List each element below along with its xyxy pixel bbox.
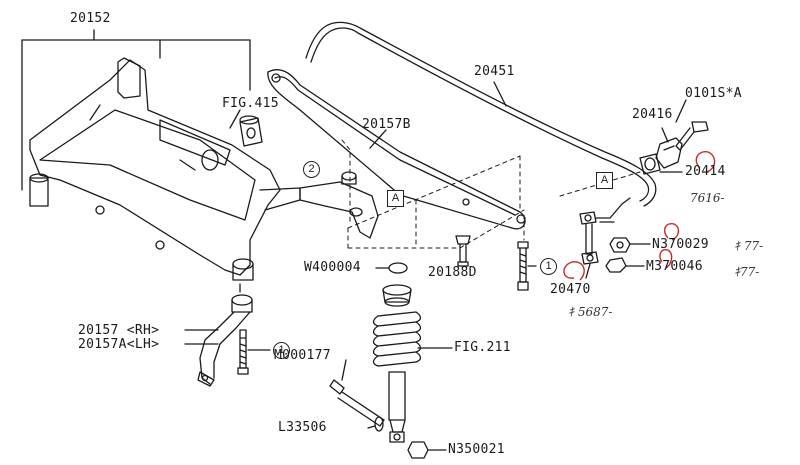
- bolt-circle-1-center: [517, 241, 529, 291]
- callout-box-a-center: A: [387, 190, 404, 207]
- note-price-n370029: ｷ 77-: [734, 239, 764, 253]
- red-mark-20470: [563, 261, 585, 281]
- callout-circle-2: 2: [303, 161, 320, 178]
- note-price-20470: ｷ 5687-: [568, 305, 613, 319]
- label-fig415[interactable]: FIG.415: [222, 96, 279, 111]
- stabilizer-bar-20451: [305, 21, 657, 207]
- label-20152: 20152: [70, 11, 111, 26]
- label-w400004: W400004: [304, 260, 361, 275]
- bolt-circle-1-left: [237, 329, 249, 375]
- red-mark-n370029: [663, 223, 680, 241]
- label-l33506: L33506: [278, 420, 327, 435]
- label-n350021: N350021: [448, 442, 505, 457]
- red-mark-20414: [695, 151, 716, 173]
- lower-arm-20157: [184, 283, 253, 387]
- label-n370029: N370029: [652, 237, 709, 252]
- strut-fig211: [372, 284, 422, 443]
- callout-circle-1-center: 1: [540, 258, 557, 275]
- bolt-20188d: [455, 235, 471, 267]
- label-m370046: M370046: [646, 259, 703, 274]
- red-mark-m370046: [659, 248, 673, 269]
- nut-n370029: [609, 237, 631, 253]
- stabilizer-link-20470: [579, 197, 631, 265]
- crossmember-20152: [21, 29, 281, 281]
- bushing-fig415: [239, 115, 263, 147]
- callout-circle-1-left: 1: [273, 342, 290, 359]
- label-20157a-lh: 20157A<LH>: [78, 337, 160, 352]
- note-price-20414: 7616-: [690, 191, 725, 205]
- callout-box-a-right: A: [596, 172, 613, 189]
- bracket-20416: [655, 137, 683, 169]
- label-fig211[interactable]: FIG.211: [454, 340, 511, 355]
- nut-m370046: [605, 257, 627, 273]
- label-20470: 20470: [550, 282, 591, 297]
- label-20157b: 20157B: [362, 117, 411, 132]
- note-price-m370046: ｷ77-: [734, 265, 760, 279]
- label-20414: 20414: [685, 164, 726, 179]
- label-20416: 20416: [632, 107, 673, 122]
- bushing-20414: [639, 153, 661, 175]
- bolt-m000177: [329, 359, 385, 427]
- label-20157-rh: 20157 <RH>: [78, 323, 160, 338]
- label-20188d: 20188D: [428, 265, 477, 280]
- upper-bracket: [259, 171, 379, 239]
- label-0101sa: 0101S*A: [685, 86, 742, 101]
- label-20451: 20451: [474, 64, 515, 79]
- bolt-0101sa: [675, 121, 709, 151]
